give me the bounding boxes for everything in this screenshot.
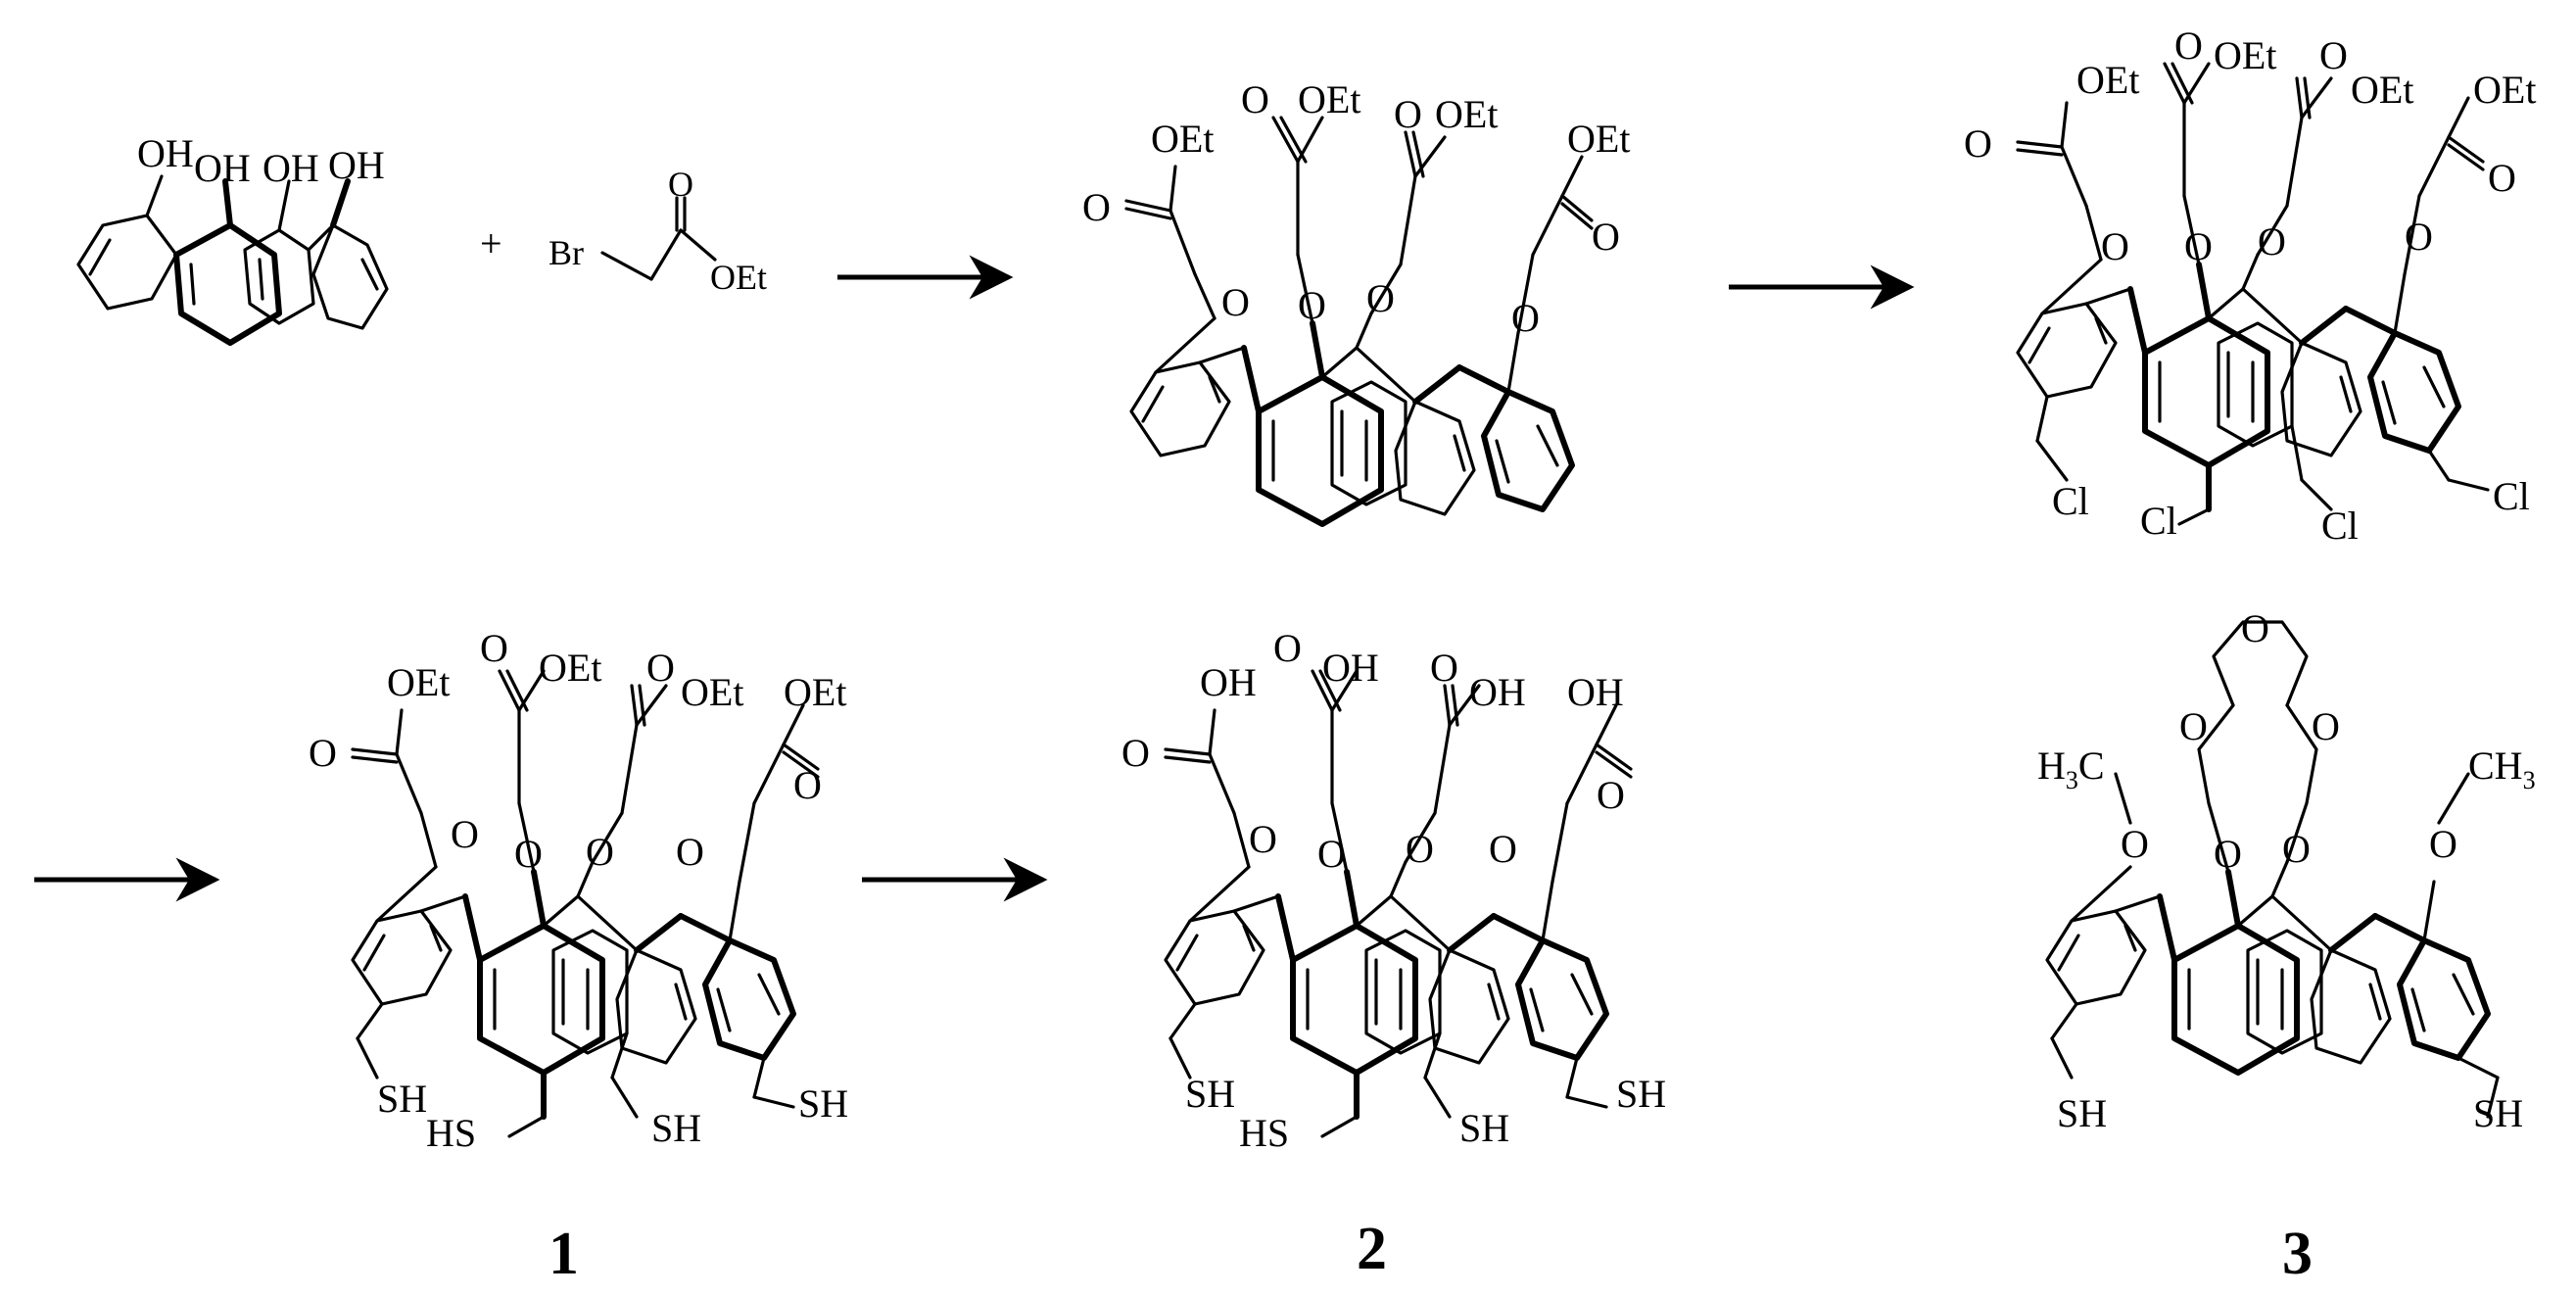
ester-o-1: O (309, 731, 337, 775)
ester-oet-2: OEt (539, 646, 601, 690)
acid-o-2: O (1273, 626, 1302, 670)
compound-2: OH O O OH O OH OH O O O O O SH HS SH SH (1121, 626, 1666, 1155)
ester-oet-4: OEt (784, 670, 846, 714)
phenol-o-2: O (2214, 832, 2242, 876)
ester-o-4: O (793, 763, 822, 807)
phenol-o-1: O (1221, 280, 1250, 324)
chloromethyl-intermediate: OEt O O OEt O OEt OEt O O O O O Cl Cl Cl… (1964, 24, 2536, 548)
phenol-o-4: O (1511, 296, 1540, 340)
phenol-o-3: O (2258, 219, 2286, 264)
phenol-o-2: O (2184, 224, 2213, 268)
ester-o-1: O (1082, 185, 1111, 229)
oh-label-4: OH (328, 143, 385, 187)
ester-oet-3: OEt (1435, 92, 1498, 136)
ester-o-4: O (2488, 156, 2516, 200)
sh-label-1: SH (2057, 1091, 2107, 1135)
cl-label-2: Cl (2140, 499, 2177, 543)
ester-o-3: O (1394, 92, 1422, 136)
plus-sign: + (480, 221, 502, 265)
phenol-o-4: O (2405, 215, 2433, 259)
phenol-o-3: O (1406, 827, 1434, 871)
ester-oet-2: OEt (2214, 33, 2276, 77)
phenol-o-3: O (2282, 827, 2311, 871)
oet-label: OEt (710, 258, 767, 297)
phenol-o-2: O (1298, 283, 1326, 327)
starting-calixarene: OH OH OH OH (76, 131, 389, 346)
ester-oet-1: OEt (1151, 117, 1214, 161)
phenol-o-2: O (514, 832, 543, 876)
ester-o-4: O (1592, 215, 1620, 259)
phenol-o-4: O (1489, 827, 1517, 871)
sh-label-4: SH (798, 1081, 848, 1126)
acid-oh-2: OH (1322, 646, 1379, 690)
sh-label-3: SH (1459, 1106, 1509, 1150)
ethyl-bromoacetate: Br O OEt (549, 165, 767, 297)
cl-label-3: Cl (2321, 504, 2359, 548)
acid-oh-3: OH (1469, 670, 1526, 714)
phenol-o-2: O (1317, 832, 1346, 876)
oh-label-1: OH (137, 131, 194, 175)
ester-o-3: O (646, 646, 675, 690)
ester-o-3: O (2319, 33, 2348, 77)
oh-label-3: OH (262, 146, 319, 190)
cl-label-4: Cl (2493, 474, 2530, 518)
acid-o-4: O (1597, 773, 1625, 817)
acid-o-1: O (1121, 731, 1150, 775)
ester-oet-3: OEt (681, 670, 743, 714)
sh-label-3: SH (651, 1106, 701, 1150)
sh-label-2: SH (2473, 1091, 2523, 1135)
cl-label-1: Cl (2052, 479, 2089, 523)
crown-o-1: O (2241, 606, 2269, 650)
compound-1: OEt O O OEt O OEt OEt O O O O O SH HS SH… (309, 626, 848, 1155)
compound-label-2: 2 (1357, 1216, 1387, 1282)
h3c-label: H3C (2037, 744, 2105, 794)
phenol-o-3: O (1366, 276, 1395, 320)
phenol-o-1: O (1249, 817, 1277, 861)
crown-o-2: O (2179, 704, 2208, 748)
sh-label-1: SH (1185, 1072, 1235, 1116)
oh-label-2: OH (194, 146, 251, 190)
ester-oet-1: OEt (2076, 58, 2139, 102)
ester-oet-1: OEt (387, 660, 450, 704)
phenol-o-1: O (2121, 822, 2149, 866)
br-label: Br (549, 233, 584, 272)
sh-label-1: SH (377, 1077, 427, 1121)
phenol-o-4: O (2429, 822, 2457, 866)
sh-label-4: SH (1616, 1072, 1666, 1116)
ester-o-1: O (1964, 121, 1992, 166)
acid-oh-1: OH (1200, 660, 1257, 704)
ester-oet-4: OEt (2473, 68, 2536, 112)
compound-label-3: 3 (2282, 1221, 2313, 1287)
acid-o-3: O (1430, 646, 1458, 690)
acid-oh-4: OH (1567, 670, 1624, 714)
ester-o-2: O (480, 626, 508, 670)
compound-3: O O O O O O O H3C CH3 SH SH (2037, 606, 2536, 1135)
ester-oet-3: OEt (2351, 68, 2413, 112)
phenol-o-1: O (2101, 224, 2129, 268)
ester-o-2: O (1241, 77, 1269, 121)
phenol-o-3: O (586, 830, 614, 874)
compound-label-1: 1 (549, 1221, 579, 1287)
ester-oet-2: OEt (1298, 77, 1360, 121)
hs-label-2: HS (1239, 1111, 1289, 1155)
carbonyl-o-label: O (668, 165, 693, 204)
ester-oet-4: OEt (1567, 117, 1630, 161)
ester-o-2: O (2174, 24, 2203, 68)
tetraester-intermediate: OEt O O OEt O OEt OEt O O O O O (1082, 77, 1630, 524)
crown-o-3: O (2312, 704, 2340, 748)
hs-label-2: HS (426, 1111, 476, 1155)
phenol-o-4: O (676, 830, 704, 874)
phenol-o-1: O (451, 812, 479, 856)
ch3-label: CH3 (2468, 744, 2536, 794)
